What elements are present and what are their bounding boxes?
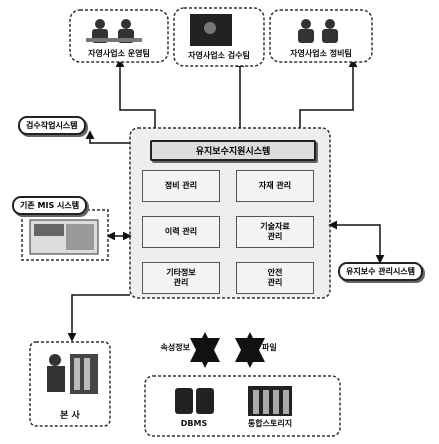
storage-icon (248, 386, 292, 416)
dbms-icon (175, 388, 214, 414)
arrow-mgmt-system (328, 220, 385, 264)
people-icon-1 (86, 19, 142, 43)
arrow-to-hq (67, 294, 130, 342)
legacy-mis-label: 기존 MIS 시스템 (12, 196, 88, 215)
people-icon-3 (298, 19, 338, 43)
module-materials: 자재 관리 (236, 170, 314, 202)
mgmt-system-label: 유지보수 관리시스템 (338, 262, 424, 281)
top-box-3 (269, 9, 373, 63)
office-icon (47, 354, 98, 394)
flow-label-attr: 속성정보 (160, 343, 190, 352)
dbms-label: DBMS (180, 419, 208, 428)
arrow-to-inspection-system (85, 130, 130, 144)
inspection-system-label: 검수작업시스템 (18, 116, 86, 135)
top-label-1: 자영사업소 운영팀 (88, 49, 150, 58)
module-tech-data: 기술자료 관리 (236, 216, 314, 248)
flow-label-file: 파일 (262, 343, 277, 352)
team-photo-icon (190, 14, 232, 46)
module-safety: 안전 관리 (236, 262, 314, 294)
module-maintenance: 정비 관리 (142, 170, 220, 202)
monitor-icon (29, 219, 99, 255)
arrow-to-operations-team (115, 58, 156, 128)
hq-label: 본 사 (60, 411, 80, 421)
storage-label: 통합스토리지 (247, 419, 293, 428)
arrow-to-maintenance-team (299, 58, 358, 128)
top-label-3: 자영사업소 정비팀 (290, 49, 352, 58)
top-label-2: 자영사업소 검수팀 (188, 51, 250, 60)
module-history: 이력 관리 (142, 216, 220, 248)
central-title: 유지보수지원시스템 (150, 140, 316, 161)
module-other-info: 기타정보 관리 (142, 262, 220, 294)
